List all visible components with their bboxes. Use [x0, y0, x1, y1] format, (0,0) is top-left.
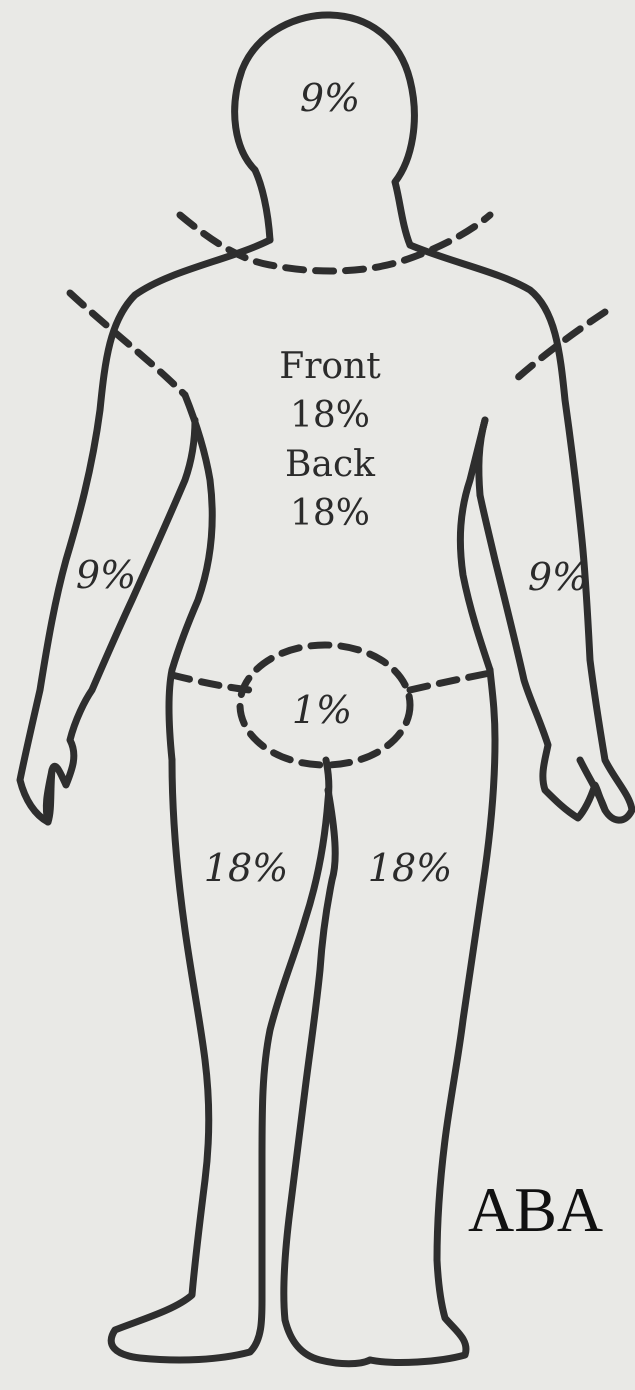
- right-hand-outline: [580, 760, 605, 810]
- torso-labels: Front 18% Back 18%: [279, 343, 381, 539]
- right-leg-inner-outline: [284, 790, 370, 1364]
- left-leg-inner-outline: [262, 760, 329, 1300]
- right-leg-percent: 18%: [368, 849, 452, 887]
- right-leg-outline: [370, 670, 495, 1362]
- source-label: ABA: [468, 1178, 603, 1242]
- torso-front-label: Front: [279, 343, 381, 392]
- left-hip-boundary-dashed: [172, 675, 250, 690]
- head-outline: [235, 15, 415, 245]
- right-arm-outline: [410, 245, 632, 820]
- left-arm-outline: [20, 240, 270, 822]
- neck-boundary-dashed: [180, 215, 490, 271]
- right-hip-boundary-dashed: [410, 672, 495, 690]
- right-arm-percent: 9%: [528, 558, 588, 596]
- head-percent: 9%: [300, 79, 360, 117]
- right-arm-inner-outline: [479, 420, 485, 495]
- left-arm-percent: 9%: [76, 556, 136, 594]
- left-leg-percent: 18%: [204, 849, 288, 887]
- torso-back-label: Back: [279, 441, 381, 490]
- torso-back-percent: 18%: [279, 490, 381, 539]
- torso-right-outline: [460, 420, 490, 670]
- torso-front-percent: 18%: [279, 392, 381, 441]
- perineum-percent: 1%: [292, 691, 352, 729]
